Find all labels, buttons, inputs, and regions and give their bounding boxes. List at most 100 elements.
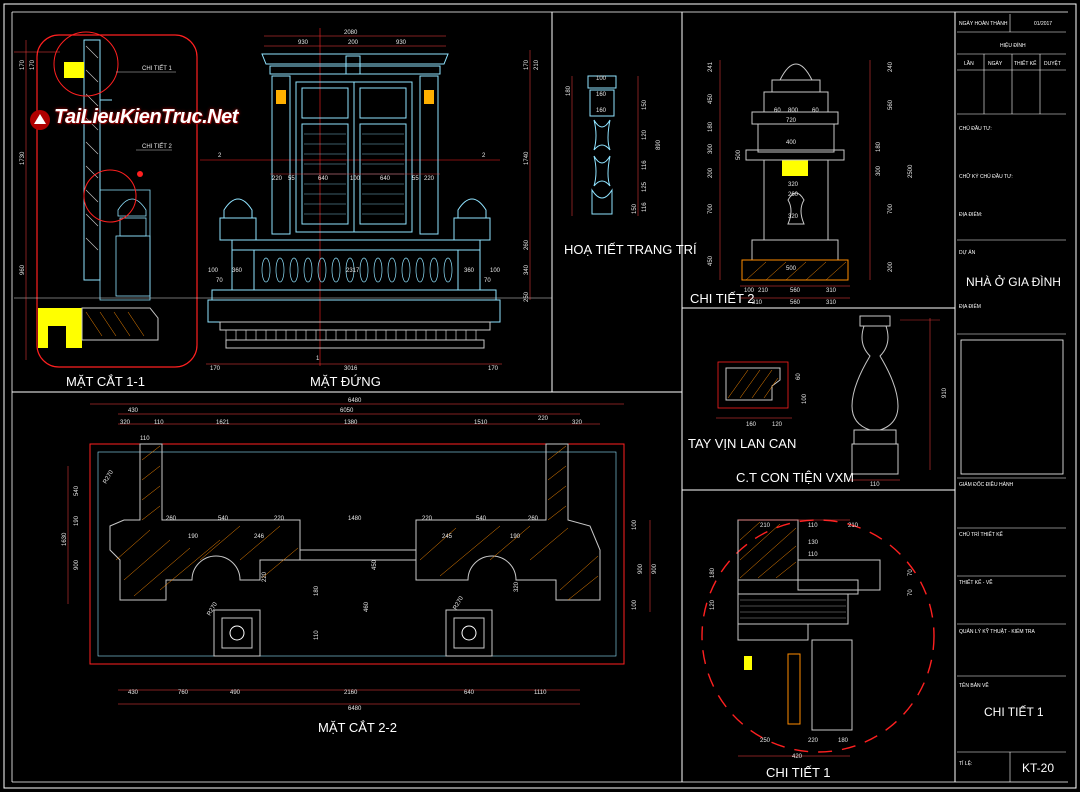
plan-misc-3: 180: [314, 585, 320, 596]
elev-row-4: 640: [380, 176, 391, 182]
watermark-text: TaiLieuKienTruc.Net: [54, 106, 238, 128]
plan-inner-2: 220: [274, 516, 285, 522]
caption-elevation: MẶT ĐỨNG: [310, 374, 381, 389]
orn-dim-10: 890: [656, 139, 662, 150]
title-block: NGÀY HOÀN THÀNH 01/2017 HIỆU ĐÍNH LẦN NG…: [957, 14, 1066, 782]
plan-hatch: [115, 445, 599, 601]
plan-bottom-2: 490: [230, 690, 241, 696]
elev-right-5: 250: [524, 291, 530, 302]
caption-handrail: TAY VỊN LAN CAN: [688, 436, 796, 451]
plan-inner-6: 260: [528, 516, 539, 522]
plan-bottom-3: 2160: [344, 690, 358, 696]
d2-inner-2: 260: [788, 192, 799, 198]
d2-left-2: 180: [708, 121, 714, 132]
baluster-drawing: 910 110: [850, 315, 948, 488]
d2-bot-b2: 310: [826, 300, 837, 306]
section-1-1-drawing: 170 170 1730 960 CHI TIẾT 1 CHI TIẾT 2: [14, 31, 552, 368]
plan-left-0: 540: [74, 485, 80, 496]
plan-dim-total: 6480: [348, 398, 362, 404]
plan-left-3: 900: [74, 559, 80, 570]
plan-misc-5: 110: [314, 630, 320, 640]
plan-inner2-0: 190: [188, 534, 199, 540]
orn-dim-6: 116: [642, 160, 648, 170]
axis-a-label: 2: [218, 153, 222, 159]
tb-project-location: ĐỊA ĐIỂM: [959, 303, 981, 310]
d2-top-2: 60: [812, 108, 819, 114]
plan-misc-2: 450: [372, 559, 378, 570]
section-dim-4: 960: [20, 264, 26, 275]
elev-dim-left: 930: [298, 40, 309, 46]
tb-sheet-title-label: TÊN BẢN VẼ: [959, 681, 989, 689]
tb-location-label: ĐỊA ĐIỂM:: [959, 211, 982, 218]
d2-left-5: 200: [708, 167, 714, 178]
plan-dim-sub: 6050: [340, 408, 354, 414]
elev-dim-mid: 200: [348, 40, 359, 46]
elev-row-5: 55: [412, 176, 419, 182]
handrail-drawing: 160 120 60 100: [716, 361, 808, 428]
plan-bottom-total: 6480: [348, 706, 362, 712]
d2-top-3: 720: [786, 118, 797, 124]
d2-bot-b1: 560: [790, 300, 801, 306]
elev-dim-right: 930: [396, 40, 407, 46]
orn-dim-9: 150: [632, 203, 638, 214]
handrail-dim-2: 60: [796, 373, 802, 380]
d2-left-6: 700: [708, 203, 714, 214]
d2-right-4: 2500: [908, 164, 914, 178]
orn-dim-3: 180: [566, 85, 572, 96]
axis-c-label: 1: [316, 356, 320, 362]
handrail-dim-1: 120: [772, 422, 783, 428]
logo-icon: [30, 110, 50, 130]
plan-left-1: 190: [74, 515, 80, 526]
elev-left-0: 100: [208, 268, 219, 274]
tb-rev-col-3: DUYỆT: [1044, 59, 1061, 67]
tb-sheet-title: CHI TIẾT 1: [984, 704, 1044, 719]
d2-bot-b0: 310: [752, 300, 763, 306]
caption-ornament: HOẠ TIẾT TRANG TRÍ: [564, 242, 697, 257]
d1-dim-5: 70: [908, 569, 914, 576]
callout-detail-2: CHI TIẾT 2: [142, 143, 172, 150]
tb-project-label: DỰ ÁN: [959, 249, 976, 256]
plan-top-6: 320: [572, 420, 583, 426]
plan-radius-1: R270: [207, 601, 220, 617]
section-dim-2: 170: [30, 59, 36, 70]
d2-inner-3: 320: [788, 214, 799, 220]
elev-left-2: 70: [216, 278, 223, 284]
tb-designer-label: THIẾT KẾ - VẼ: [959, 579, 993, 586]
caption-detail-2: CHI TIẾT 2: [690, 291, 755, 306]
d2-left-4: 500: [736, 149, 742, 160]
orn-dim-2: 160: [596, 108, 607, 114]
elev-left-6: 2317: [346, 268, 360, 274]
plan-inner-1: 540: [218, 516, 229, 522]
elev-right-4: 340: [524, 264, 530, 275]
elev-row-6: 220: [424, 176, 435, 182]
plan-bottom-1: 760: [178, 690, 189, 696]
plan-dim-top-right: 220: [538, 416, 549, 422]
plan-misc-4: 460: [364, 601, 370, 612]
plan-inner-4: 220: [422, 516, 433, 522]
callout-detail-1: CHI TIẾT 1: [142, 65, 172, 72]
orn-dim-8: 116: [642, 202, 648, 212]
orn-dim-4: 150: [642, 99, 648, 110]
d2-right-0: 240: [888, 61, 894, 72]
plan-top-5: 1510: [474, 420, 488, 426]
elev-left-3: 360: [464, 268, 475, 274]
tb-stamp-box: [960, 339, 1064, 475]
elev-row-0: 220: [272, 176, 283, 182]
plan-top-3: 1621: [216, 420, 230, 426]
d2-bot-a0: 100: [744, 288, 755, 294]
handrail-dim-0: 160: [746, 422, 757, 428]
tb-investor-label: CHỦ ĐẦU TƯ:: [959, 125, 992, 132]
d1-dim-7: 180: [710, 567, 716, 578]
plan-top-2: 110: [154, 420, 164, 426]
tb-project-name: NHÀ Ở GIA ĐÌNH: [966, 274, 1061, 289]
d1-dim-10: 220: [808, 738, 819, 744]
tb-rev-col-0: LẦN: [964, 60, 974, 67]
elev-bottom-left: 170: [210, 366, 221, 372]
watermark-logo: TaiLieuKienTruc.Net: [28, 104, 260, 138]
d1-dim-11: 180: [838, 738, 849, 744]
tb-director-label: GIÁM ĐỐC ĐIỀU HÀNH: [959, 481, 1014, 488]
elev-left-5: 70: [484, 278, 491, 284]
d1-dim-2: 210: [848, 523, 859, 529]
d1-dim-8: 120: [710, 599, 716, 610]
